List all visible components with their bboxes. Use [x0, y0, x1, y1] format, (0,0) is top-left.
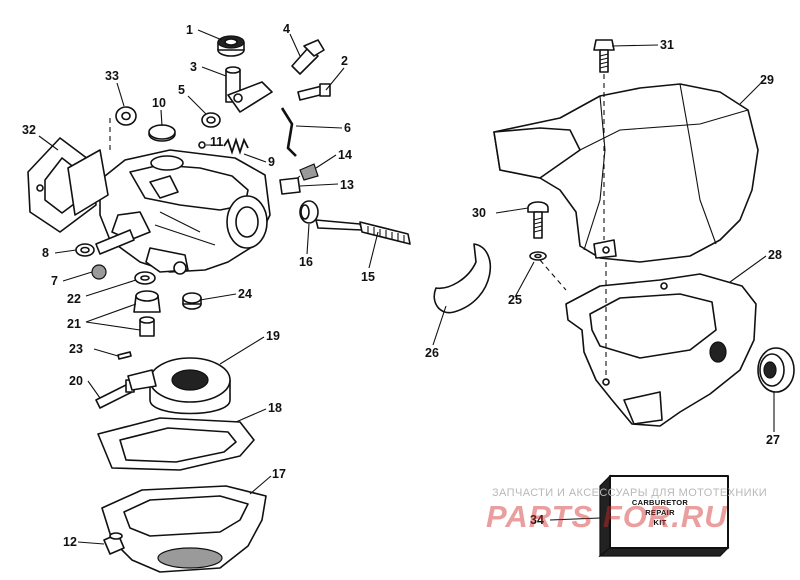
- callout-numbers: 1 2 3 4 5 6 7 8 9 10 11 12 13 14 15 16 1…: [22, 22, 782, 549]
- part-11-ball: [198, 141, 206, 149]
- part-1-cap: [217, 35, 245, 57]
- callout-24: 24: [238, 287, 252, 301]
- part-12-drain-screw: [103, 532, 125, 555]
- part-20-screw: [95, 379, 135, 409]
- carburetor-body: [99, 149, 271, 275]
- callout-34-leader: [549, 517, 601, 521]
- part-4-screw: [291, 39, 325, 75]
- kit-label-line-3: KIT: [653, 518, 667, 527]
- callout-19: 19: [266, 329, 280, 343]
- part-24-plug: [182, 292, 202, 310]
- part-29-silencer-cover: [493, 83, 759, 263]
- callout-9: 9: [268, 155, 275, 169]
- flange-plate: [67, 149, 109, 216]
- callout-33: 33: [105, 69, 119, 83]
- callout-30: 30: [472, 206, 486, 220]
- callout-31: 31: [660, 38, 674, 52]
- watermark-logo: PARTS FOR.RU: [486, 499, 728, 534]
- callout-13: 13: [340, 178, 354, 192]
- part-8-washer: [75, 243, 95, 257]
- callout-26: 26: [425, 346, 439, 360]
- part-33-washer: [115, 106, 137, 126]
- kit-label-line-2: REPAIR: [645, 508, 675, 517]
- part-23-pin: [117, 351, 132, 360]
- part-15-needle: [315, 219, 411, 245]
- part-31-screw: [593, 39, 615, 73]
- part-27-grommet: [757, 347, 795, 393]
- part-19-float: [127, 357, 231, 415]
- alignment-line: [539, 259, 567, 291]
- idle-screw: [95, 229, 135, 255]
- callout-12: 12: [63, 535, 77, 549]
- kit-label-line-1: CARBURETOR: [631, 498, 689, 507]
- part-6-link: [280, 107, 297, 157]
- callout-25: 25: [508, 293, 522, 307]
- callout-29: 29: [760, 73, 774, 87]
- part-13-clip: [279, 177, 301, 195]
- leader-lines: [38, 29, 775, 545]
- callout-7: 7: [51, 274, 58, 288]
- callout-4: 4: [283, 22, 290, 36]
- part-16-bushing: [299, 200, 319, 224]
- callout-2: 2: [341, 54, 348, 68]
- watermark-tagline: ЗАПЧАСТИ И АКСЕССУАРЫ ДЛЯ МОТОТЕХНИКИ: [492, 487, 768, 499]
- callout-22: 22: [67, 292, 81, 306]
- part-10-plug: [148, 124, 176, 142]
- callout-10: 10: [152, 96, 166, 110]
- callout-1: 1: [186, 23, 193, 37]
- callout-15: 15: [361, 270, 375, 284]
- part-34-carburetor-repair-kit: [598, 474, 730, 558]
- part-3-shaft: [225, 66, 273, 113]
- part-25-washer: [529, 251, 547, 261]
- part-30-screw: [527, 201, 549, 239]
- part-21-jet: [133, 290, 161, 337]
- callout-16: 16: [299, 255, 313, 269]
- callout-23: 23: [69, 342, 83, 356]
- callout-3: 3: [190, 60, 197, 74]
- callout-18: 18: [268, 401, 282, 415]
- part-9-spring: [223, 137, 249, 155]
- part-18-bowl-gasket: [97, 417, 255, 471]
- part-5-washer: [201, 112, 221, 128]
- callout-20: 20: [69, 374, 83, 388]
- callout-5: 5: [178, 83, 185, 97]
- callout-27: 27: [766, 433, 780, 447]
- callout-6: 6: [344, 121, 351, 135]
- part-26-seal: [433, 243, 492, 314]
- callout-34: 34: [530, 513, 544, 527]
- part-2-screw: [297, 83, 331, 101]
- callout-17: 17: [272, 467, 286, 481]
- callout-11: 11: [210, 135, 223, 149]
- callout-32: 32: [22, 123, 36, 137]
- part-22-washer: [134, 271, 156, 285]
- callout-14: 14: [338, 148, 352, 162]
- callout-8: 8: [42, 246, 49, 260]
- part-28-silencer-base: [565, 273, 757, 427]
- part-17-float-bowl: [101, 485, 267, 573]
- part-7-ball: [91, 264, 107, 280]
- callout-21: 21: [67, 317, 81, 331]
- callout-28: 28: [768, 248, 782, 262]
